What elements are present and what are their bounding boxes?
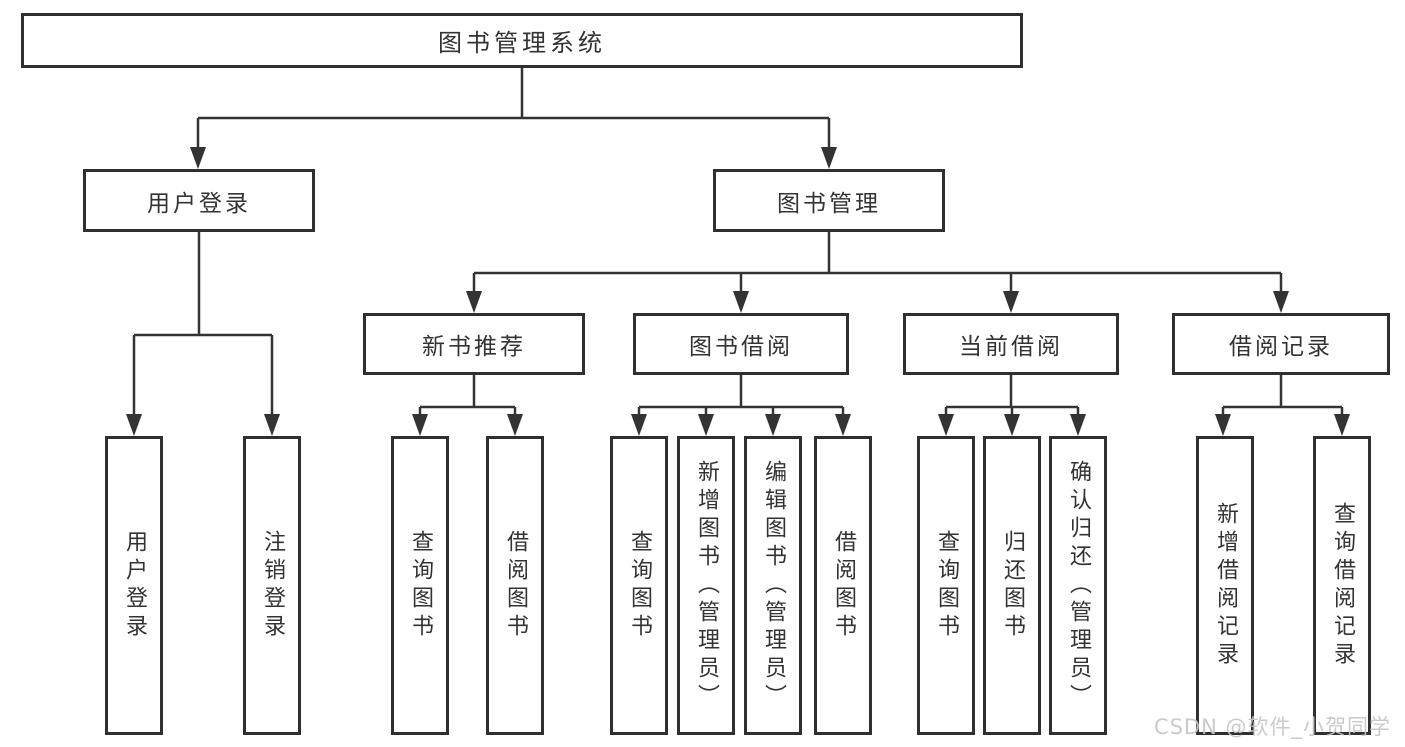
leaf-edit-book-admin-label: 编辑图书（管理员） [761,459,786,712]
node-root-label: 图书管理系统 [438,29,606,57]
node-user-login-label: 用户登录 [147,190,251,217]
leaf-add-book-admin: 新增图书（管理员） [677,436,735,735]
leaf-query-borrow-record: 查询借阅记录 [1313,436,1371,735]
leaf-recommend-borrow-book-label: 借阅图书 [503,529,528,642]
node-book-borrow-label: 图书借阅 [689,334,793,360]
leaf-return-book-label: 归还图书 [1000,529,1025,642]
leaf-add-book-admin-label: 新增图书（管理员） [694,459,719,712]
connector-arrowheads [126,147,1350,436]
leaf-current-query-book-label: 查询图书 [934,529,959,642]
node-new-book-recommend-label: 新书推荐 [422,334,526,360]
leaf-logout: 注销登录 [243,436,301,735]
leaf-current-query-book: 查询图书 [917,436,975,735]
node-user-login: 用户登录 [83,169,315,232]
leaf-borrow-query-book: 查询图书 [610,436,668,735]
node-borrow-record: 借阅记录 [1172,313,1390,375]
node-book-borrow: 图书借阅 [633,313,849,375]
leaf-add-borrow-record: 新增借阅记录 [1196,436,1254,735]
node-borrow-record-label: 借阅记录 [1229,334,1333,360]
leaf-user-login-label: 用户登录 [122,529,147,642]
node-book-management-label: 图书管理 [777,190,881,217]
leaf-recommend-query-book: 查询图书 [391,436,449,735]
leaf-return-book: 归还图书 [983,436,1041,735]
leaf-query-borrow-record-label: 查询借阅记录 [1330,501,1355,670]
leaf-recommend-query-book-label: 查询图书 [408,529,433,642]
node-root-system: 图书管理系统 [21,13,1023,68]
node-current-borrow: 当前借阅 [903,313,1119,375]
node-current-borrow-label: 当前借阅 [959,334,1063,360]
csdn-watermark: CSDN @软件_小贺同学 [1153,715,1391,739]
leaf-add-borrow-record-label: 新增借阅记录 [1213,501,1238,670]
leaf-user-login: 用户登录 [105,436,163,735]
leaf-confirm-return-admin: 确认归还（管理员） [1049,436,1107,735]
leaf-borrow-book-label: 借阅图书 [831,529,856,642]
leaf-recommend-borrow-book: 借阅图书 [486,436,544,735]
leaf-edit-book-admin: 编辑图书（管理员） [744,436,802,735]
leaf-borrow-book: 借阅图书 [814,436,872,735]
node-book-management: 图书管理 [713,169,945,232]
node-new-book-recommend: 新书推荐 [363,313,585,375]
leaf-borrow-query-book-label: 查询图书 [627,529,652,642]
connector-lines [132,68,1344,416]
leaf-logout-label: 注销登录 [260,529,285,642]
leaf-confirm-return-admin-label: 确认归还（管理员） [1066,459,1091,712]
